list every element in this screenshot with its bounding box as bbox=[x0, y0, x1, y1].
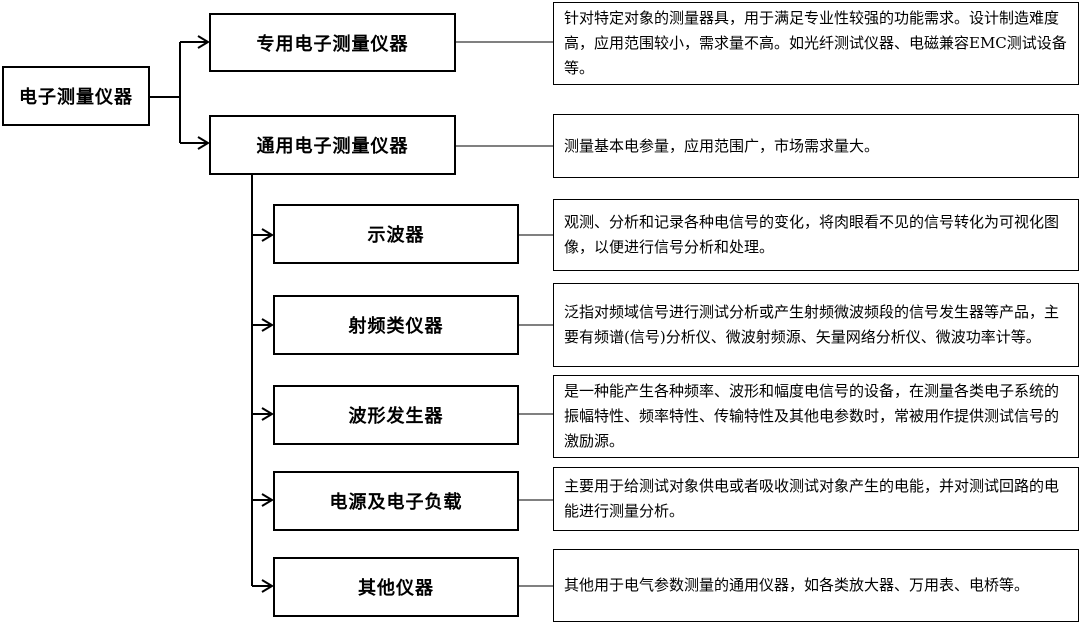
category-desc-general: 测量基本电参量，应用范围广，市场需求量大。 bbox=[553, 114, 1079, 178]
category-label: 专用电子测量仪器 bbox=[256, 33, 409, 55]
desc-text: 观测、分析和记录各种电信号的变化，将肉眼看不见的信号转化为可视化图像，以便进行信… bbox=[564, 213, 1060, 256]
arrow-to-category-1 bbox=[180, 35, 210, 49]
arrow-to-subtype-2 bbox=[252, 318, 274, 332]
desc-text: 其他用于电气参数测量的通用仪器，如各类放大器、万用表、电桥等。 bbox=[564, 576, 1030, 594]
arrow-to-category-2 bbox=[180, 136, 210, 150]
root-node: 电子测量仪器 bbox=[2, 66, 150, 126]
subtype-desc-waveform-generator: 是一种能产生各种频率、波形和幅度电信号的设备，在测量各类电子系统的振幅特性、频率… bbox=[553, 375, 1079, 458]
arrow-to-subtype-4 bbox=[252, 493, 274, 507]
root-connector bbox=[150, 42, 181, 143]
category-label: 通用电子测量仪器 bbox=[256, 136, 409, 157]
subtype-node-power-load: 电源及电子负载 bbox=[273, 471, 519, 531]
subtype-desc-rf: 泛指对频域信号进行测试分析或产生射频微波频段的信号发生器等产品，主要有频谱(信号… bbox=[553, 283, 1079, 367]
desc-text: 是一种能产生各种频率、波形和幅度电信号的设备，在测量各类电子系统的振幅特性、频率… bbox=[564, 382, 1060, 450]
arrow-to-subtype-5 bbox=[252, 579, 274, 593]
subtype-node-other: 其他仪器 bbox=[273, 557, 519, 617]
arrow-to-subtype-3 bbox=[252, 407, 274, 421]
subtype-label: 示波器 bbox=[367, 225, 425, 246]
subtype-node-rf: 射频类仪器 bbox=[273, 295, 519, 355]
desc-text: 测量基本电参量，应用范围广，市场需求量大。 bbox=[564, 136, 880, 155]
subtype-label: 电源及电子负载 bbox=[329, 492, 463, 513]
category-desc-dedicated: 针对特定对象的测量器具，用于满足专业性较强的功能需求。设计制造难度高，应用范围较… bbox=[553, 2, 1079, 85]
subtype-node-waveform-generator: 波形发生器 bbox=[273, 385, 519, 445]
desc-text: 泛指对频域信号进行测试分析或产生射频微波频段的信号发生器等产品，主要有频谱(信号… bbox=[564, 303, 1060, 346]
subtype-desc-oscilloscope: 观测、分析和记录各种电信号的变化，将肉眼看不见的信号转化为可视化图像，以便进行信… bbox=[553, 199, 1079, 271]
category-node-dedicated: 专用电子测量仪器 bbox=[209, 13, 456, 72]
subtype-label: 其他仪器 bbox=[358, 578, 434, 599]
subtype-node-oscilloscope: 示波器 bbox=[273, 204, 519, 264]
desc-text: 主要用于给测试对象供电或者吸收测试对象产生的电能，并对测试回路的电能进行测量分析… bbox=[564, 477, 1060, 520]
subtype-desc-power-load: 主要用于给测试对象供电或者吸收测试对象产生的电能，并对测试回路的电能进行测量分析… bbox=[553, 467, 1079, 531]
root-label: 电子测量仪器 bbox=[19, 87, 133, 108]
desc-text: 针对特定对象的测量器具，用于满足专业性较强的功能需求。设计制造难度高，应用范围较… bbox=[564, 9, 1067, 77]
subtype-label: 射频类仪器 bbox=[348, 316, 444, 337]
subtype-label: 波形发生器 bbox=[348, 406, 444, 427]
arrow-to-subtype-1 bbox=[252, 228, 274, 242]
category-node-general: 通用电子测量仪器 bbox=[209, 115, 456, 175]
subtype-desc-other: 其他用于电气参数测量的通用仪器，如各类放大器、万用表、电桥等。 bbox=[553, 549, 1079, 622]
